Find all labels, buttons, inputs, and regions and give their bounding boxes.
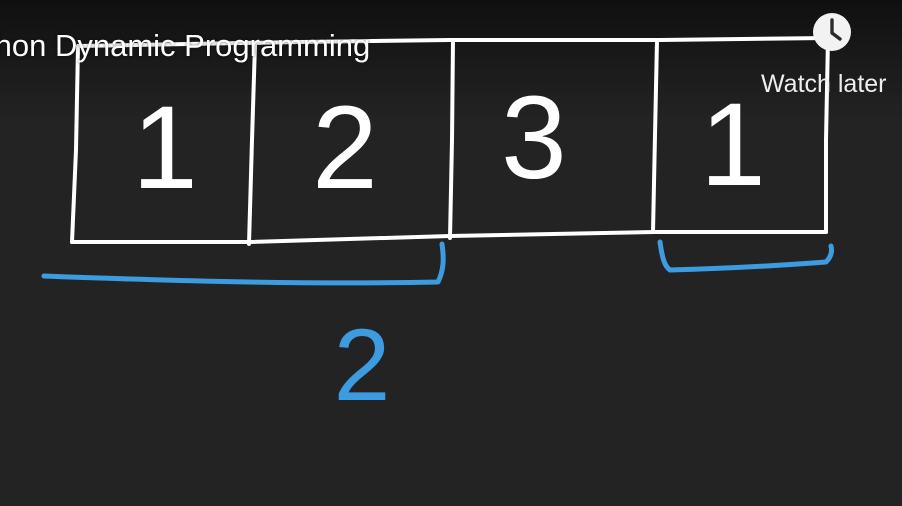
array-outline [70, 36, 830, 246]
array-cell-value: 1 [132, 82, 198, 214]
video-title[interactable]: thon Dynamic Programming [0, 28, 371, 63]
array-top-edge [76, 36, 830, 48]
clock-icon [813, 13, 851, 51]
bracket-right-group [657, 239, 834, 273]
array-cell-value: 3 [501, 72, 567, 204]
array-values: 1 2 3 1 [132, 72, 766, 214]
array-right-edge [824, 36, 830, 234]
cell-divider-1 [247, 42, 257, 246]
annotation-value: 2 [334, 308, 391, 422]
array-cell-value: 1 [700, 79, 766, 211]
cell-divider-2 [448, 38, 455, 240]
watch-later-button[interactable]: Watch later [752, 10, 902, 110]
cell-divider-3 [651, 38, 659, 234]
annotation-brackets [41, 239, 834, 286]
array-left-edge [70, 44, 80, 244]
array-cell-value: 2 [312, 82, 378, 214]
watch-later-label: Watch later [761, 70, 887, 98]
bracket-left-group [41, 241, 446, 286]
